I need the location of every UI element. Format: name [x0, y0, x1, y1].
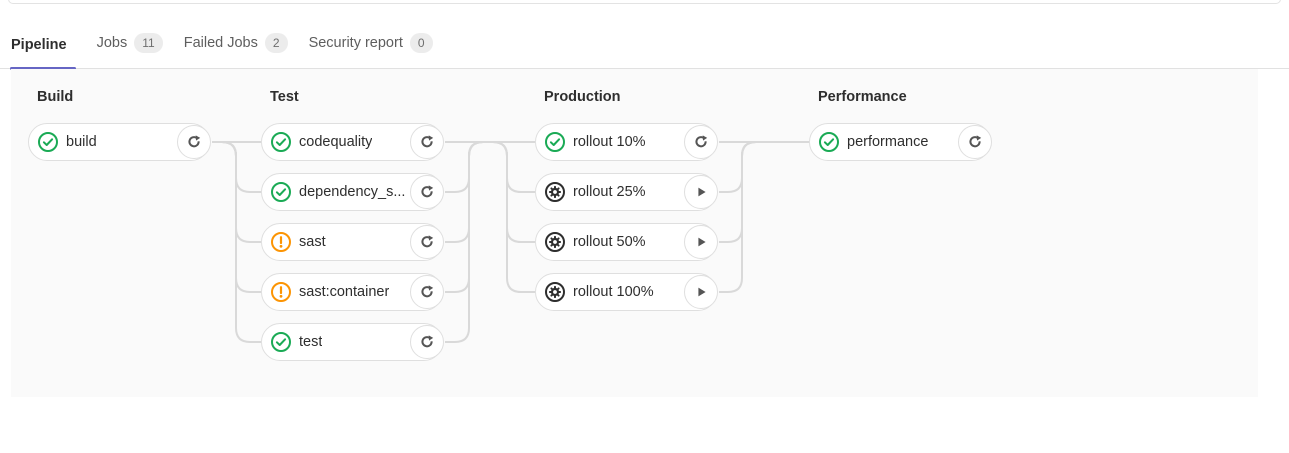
- pipeline-graph: Build build Test codequality dependency_…: [11, 69, 1258, 397]
- stage-title: Performance: [818, 89, 907, 105]
- job-label: rollout 10%: [573, 134, 646, 150]
- retry-button[interactable]: [410, 225, 444, 259]
- job-label: performance: [847, 134, 929, 150]
- job-label: codequality: [299, 134, 373, 150]
- check-circle-icon: [270, 181, 292, 203]
- job-sast[interactable]: sast: [261, 223, 444, 261]
- retry-button[interactable]: [410, 325, 444, 359]
- job-label: rollout 25%: [573, 184, 646, 200]
- job-label: build: [66, 134, 97, 150]
- job-label: rollout 100%: [573, 284, 654, 300]
- exclamation-circle-icon: [270, 281, 292, 303]
- gear-circle-icon: [544, 231, 566, 253]
- tab-label: Failed Jobs: [183, 35, 258, 51]
- gear-circle-icon: [544, 281, 566, 303]
- stage-production: Production rollout 10% rollout 25%: [535, 89, 718, 323]
- pipeline-tab-bar: Pipeline Jobs 11 Failed Jobs 2 Security …: [0, 0, 1289, 70]
- job-rollout-100[interactable]: rollout 100%: [535, 273, 718, 311]
- play-button[interactable]: [684, 175, 718, 209]
- play-button[interactable]: [684, 275, 718, 309]
- job-codequality[interactable]: codequality: [261, 123, 444, 161]
- check-circle-icon: [818, 131, 840, 153]
- job-performance[interactable]: performance: [809, 123, 992, 161]
- job-label: sast: [299, 234, 326, 250]
- job-sast-container[interactable]: sast:container: [261, 273, 444, 311]
- tab-label: Pipeline: [11, 37, 67, 53]
- stage-title: Build: [37, 89, 74, 105]
- tab-label: Security report: [308, 35, 403, 51]
- job-label: rollout 50%: [573, 234, 646, 250]
- play-button[interactable]: [684, 225, 718, 259]
- check-circle-icon: [37, 131, 59, 153]
- tab-label: Jobs: [96, 35, 128, 51]
- tab-failed-jobs[interactable]: Failed Jobs 2: [184, 33, 288, 68]
- stage-performance: Performance performance: [809, 89, 992, 173]
- gear-circle-icon: [544, 181, 566, 203]
- stage-title: Production: [544, 89, 621, 105]
- exclamation-circle-icon: [270, 231, 292, 253]
- retry-button[interactable]: [958, 125, 992, 159]
- job-label: sast:container: [299, 284, 390, 300]
- job-rollout-10[interactable]: rollout 10%: [535, 123, 718, 161]
- stage-title: Test: [270, 89, 299, 105]
- tab-pipeline[interactable]: Pipeline: [10, 37, 76, 70]
- jobs-count-badge: 11: [134, 33, 163, 53]
- retry-button[interactable]: [410, 275, 444, 309]
- retry-button[interactable]: [684, 125, 718, 159]
- check-circle-icon: [544, 131, 566, 153]
- job-test[interactable]: test: [261, 323, 444, 361]
- job-rollout-25[interactable]: rollout 25%: [535, 173, 718, 211]
- stage-build: Build build: [28, 89, 211, 173]
- stage-test: Test codequality dependency_s... sast s: [261, 89, 444, 373]
- security-report-count-badge: 0: [409, 33, 433, 53]
- retry-button[interactable]: [410, 125, 444, 159]
- tab-security-report[interactable]: Security report 0: [309, 33, 433, 68]
- check-circle-icon: [270, 331, 292, 353]
- job-dependency-s[interactable]: dependency_s...: [261, 173, 444, 211]
- job-build[interactable]: build: [28, 123, 211, 161]
- stage-connector-lines: [212, 141, 809, 343]
- job-label: test: [299, 334, 323, 350]
- job-rollout-50[interactable]: rollout 50%: [535, 223, 718, 261]
- retry-button[interactable]: [410, 175, 444, 209]
- tab-jobs[interactable]: Jobs 11: [97, 33, 163, 68]
- job-label: dependency_s...: [299, 184, 406, 200]
- retry-button[interactable]: [177, 125, 211, 159]
- check-circle-icon: [270, 131, 292, 153]
- failed-jobs-count-badge: 2: [264, 33, 288, 53]
